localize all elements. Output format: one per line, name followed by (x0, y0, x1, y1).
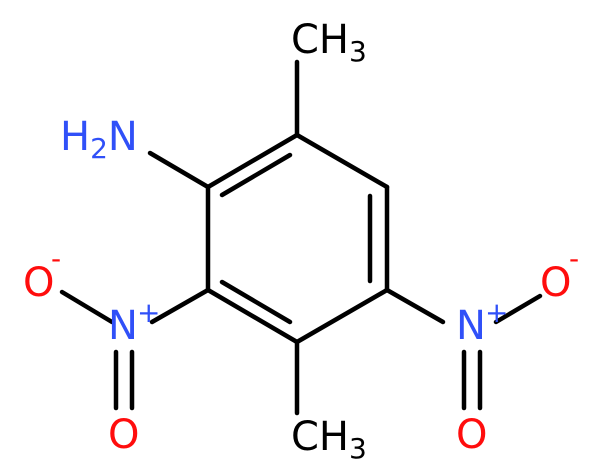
nitro-right-o-double: O (456, 412, 487, 458)
bond-c3-c4 (205, 287, 300, 345)
nitro-right-o-charge: - (569, 242, 579, 275)
nitro-right-n-charge: + (485, 296, 508, 329)
benzene-ring (205, 132, 390, 345)
bond-c1-c2 (205, 132, 300, 190)
nitro-left-o-double: O (108, 412, 139, 458)
bond-c1-c2-inner (219, 152, 293, 198)
nitro-right-n: N (456, 303, 486, 349)
methyl-top-label: CH3 (291, 17, 367, 68)
bond-nitro-left-o-single (59, 289, 115, 325)
methyl-top-sub: 3 (349, 35, 367, 68)
bond-c3-c4-inner (219, 279, 293, 325)
amine-h: H (60, 114, 90, 160)
nitro-left-n-charge: + (137, 296, 160, 329)
nitro-left-n: N (108, 303, 138, 349)
substituent-bonds (59, 59, 543, 416)
bond-c5-nitro (384, 287, 446, 325)
bond-nitro-right-o-single (493, 293, 543, 325)
methyl-bottom-sub: 3 (349, 432, 367, 465)
atom-labels: CH3 CH3 H2N N + O - O N + O - O (23, 17, 579, 465)
methyl-bottom-label: CH3 (291, 414, 367, 465)
amine-label: H2N (60, 114, 138, 165)
bond-c3-nitro (149, 287, 211, 325)
methyl-bottom-ch: CH (291, 414, 349, 460)
nitro-left-o-charge: - (51, 242, 61, 275)
nitro-left-o-single: O (23, 260, 54, 306)
bond-c6-c1 (294, 132, 390, 190)
amine-n: N (108, 114, 138, 160)
methyl-top-ch: CH (291, 17, 349, 63)
nitro-right-o-single: O (540, 260, 571, 306)
bond-c2-amine (147, 150, 211, 190)
amine-sub: 2 (90, 132, 108, 165)
bond-c4-c5 (294, 287, 390, 345)
